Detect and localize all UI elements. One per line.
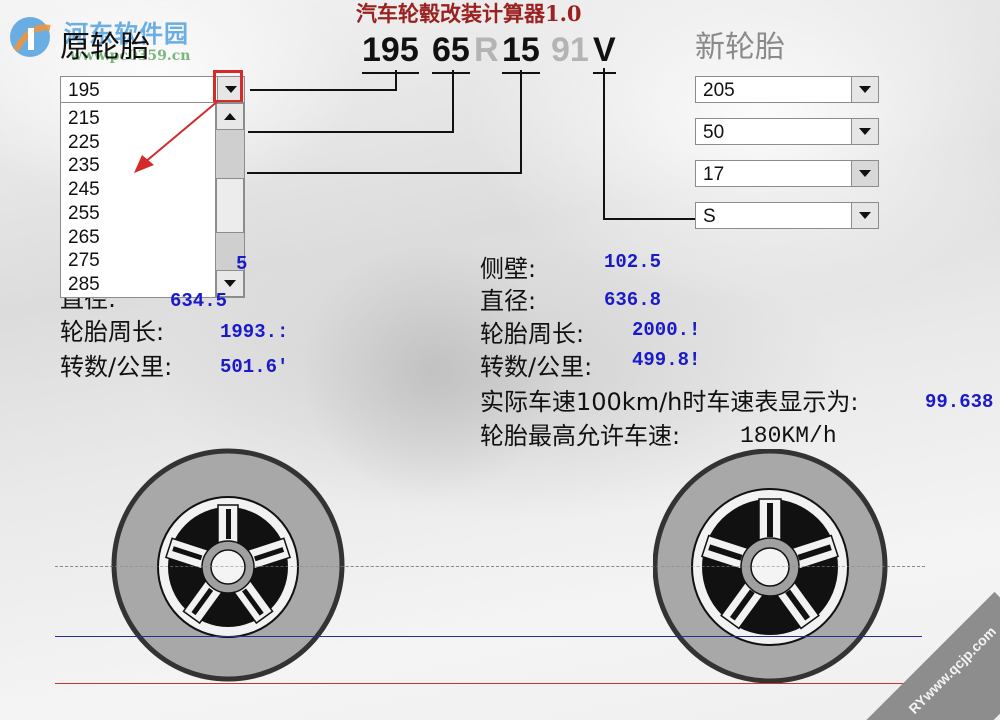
new-tire-heading: 新轮胎	[695, 30, 785, 65]
speedometer-reading-value: 99.638	[925, 391, 994, 413]
new-rev-per-km-value: 499.8!	[632, 349, 701, 371]
new-rev-per-km-label: 转数/公里:	[480, 353, 593, 381]
new-width-value: 205	[703, 80, 735, 101]
original-circumference-label: 轮胎周长:	[60, 318, 165, 346]
app-title: 汽车轮毂改装计算器1.0	[356, 1, 582, 26]
new-width-select[interactable]: 205	[695, 76, 879, 103]
rim-bottom-line	[55, 636, 922, 637]
max-speed-value: 180KM/h	[740, 423, 837, 449]
annotation-arrow-icon	[134, 100, 219, 173]
speedometer-reading-label: 实际车速100km/h时车速表显示为:	[480, 388, 859, 416]
list-option[interactable]: 285	[68, 274, 100, 295]
new-circumference-label: 轮胎周长:	[480, 320, 585, 348]
new-speed-rating-dropdown-button[interactable]	[851, 203, 878, 228]
watermark-logo-icon	[10, 17, 51, 57]
list-option[interactable]: 225	[68, 132, 100, 153]
original-diameter-value: 634.5	[170, 290, 228, 312]
scroll-down-button[interactable]	[216, 270, 244, 297]
new-wheel-icon	[653, 449, 888, 684]
new-aspect-value: 50	[703, 122, 725, 143]
new-diameter-label: 直径:	[480, 287, 537, 315]
new-rim-value: 17	[703, 164, 725, 185]
ground-line	[55, 683, 922, 684]
max-speed-label: 轮胎最高允许车速:	[480, 422, 681, 450]
list-option[interactable]: 235	[68, 155, 100, 176]
chevron-down-icon	[224, 280, 236, 287]
chevron-down-icon	[859, 212, 871, 219]
original-sidewall-value: 5	[236, 253, 248, 275]
original-wheel-icon	[111, 448, 345, 682]
tire-code-construction: R	[474, 31, 499, 69]
new-aspect-select[interactable]: 50	[695, 118, 879, 145]
new-circumference-value: 2000.!	[632, 319, 701, 341]
list-option[interactable]: 245	[68, 179, 100, 200]
new-width-dropdown-button[interactable]	[851, 77, 878, 102]
list-option[interactable]: 265	[68, 227, 100, 248]
new-aspect-dropdown-button[interactable]	[851, 119, 878, 144]
original-width-options-list[interactable]: 215 225 235 245 255 265 275 285	[60, 102, 245, 298]
new-rim-select[interactable]: 17	[695, 160, 879, 187]
highlight-box	[213, 70, 243, 103]
original-width-value: 195	[68, 80, 100, 101]
list-option[interactable]: 255	[68, 203, 100, 224]
new-diameter-value: 636.8	[604, 289, 662, 311]
scroll-up-button[interactable]	[216, 103, 244, 130]
scroll-thumb[interactable]	[216, 178, 244, 233]
axle-center-line-overlay	[55, 566, 925, 567]
tire-code-aspect: 65	[432, 30, 470, 74]
chevron-up-icon	[224, 113, 236, 120]
list-option[interactable]: 215	[68, 108, 100, 129]
chevron-down-icon	[859, 128, 871, 135]
original-rev-per-km-value: 501.6'	[220, 356, 289, 378]
new-sidewall-value: 102.5	[604, 251, 662, 273]
new-sidewall-label: 侧壁:	[480, 255, 537, 283]
original-circumference-value: 1993.:	[220, 321, 289, 343]
list-scrollbar[interactable]	[215, 103, 244, 297]
watermark-site-name: 河东软件园	[64, 19, 189, 48]
background-car-wheel	[300, 240, 560, 500]
connector-lines	[247, 68, 695, 220]
new-speed-rating-value: S	[703, 206, 716, 227]
original-rev-per-km-label: 转数/公里:	[60, 353, 173, 381]
new-rim-dropdown-button[interactable]	[851, 161, 878, 186]
new-speed-rating-select[interactable]: S	[695, 202, 879, 229]
chevron-down-icon	[859, 170, 871, 177]
original-diameter-label: 直径:	[60, 285, 117, 313]
original-width-dropdown-button[interactable]	[217, 77, 244, 102]
chevron-down-icon	[225, 86, 237, 93]
list-option[interactable]: 275	[68, 250, 100, 271]
tire-code-width: 195	[362, 30, 419, 74]
original-tire-heading: 原轮胎	[60, 30, 150, 65]
watermark-site-url: www.pc0359.cn	[70, 48, 191, 64]
tire-code-load-index: 91	[551, 31, 589, 69]
chevron-down-icon	[859, 86, 871, 93]
